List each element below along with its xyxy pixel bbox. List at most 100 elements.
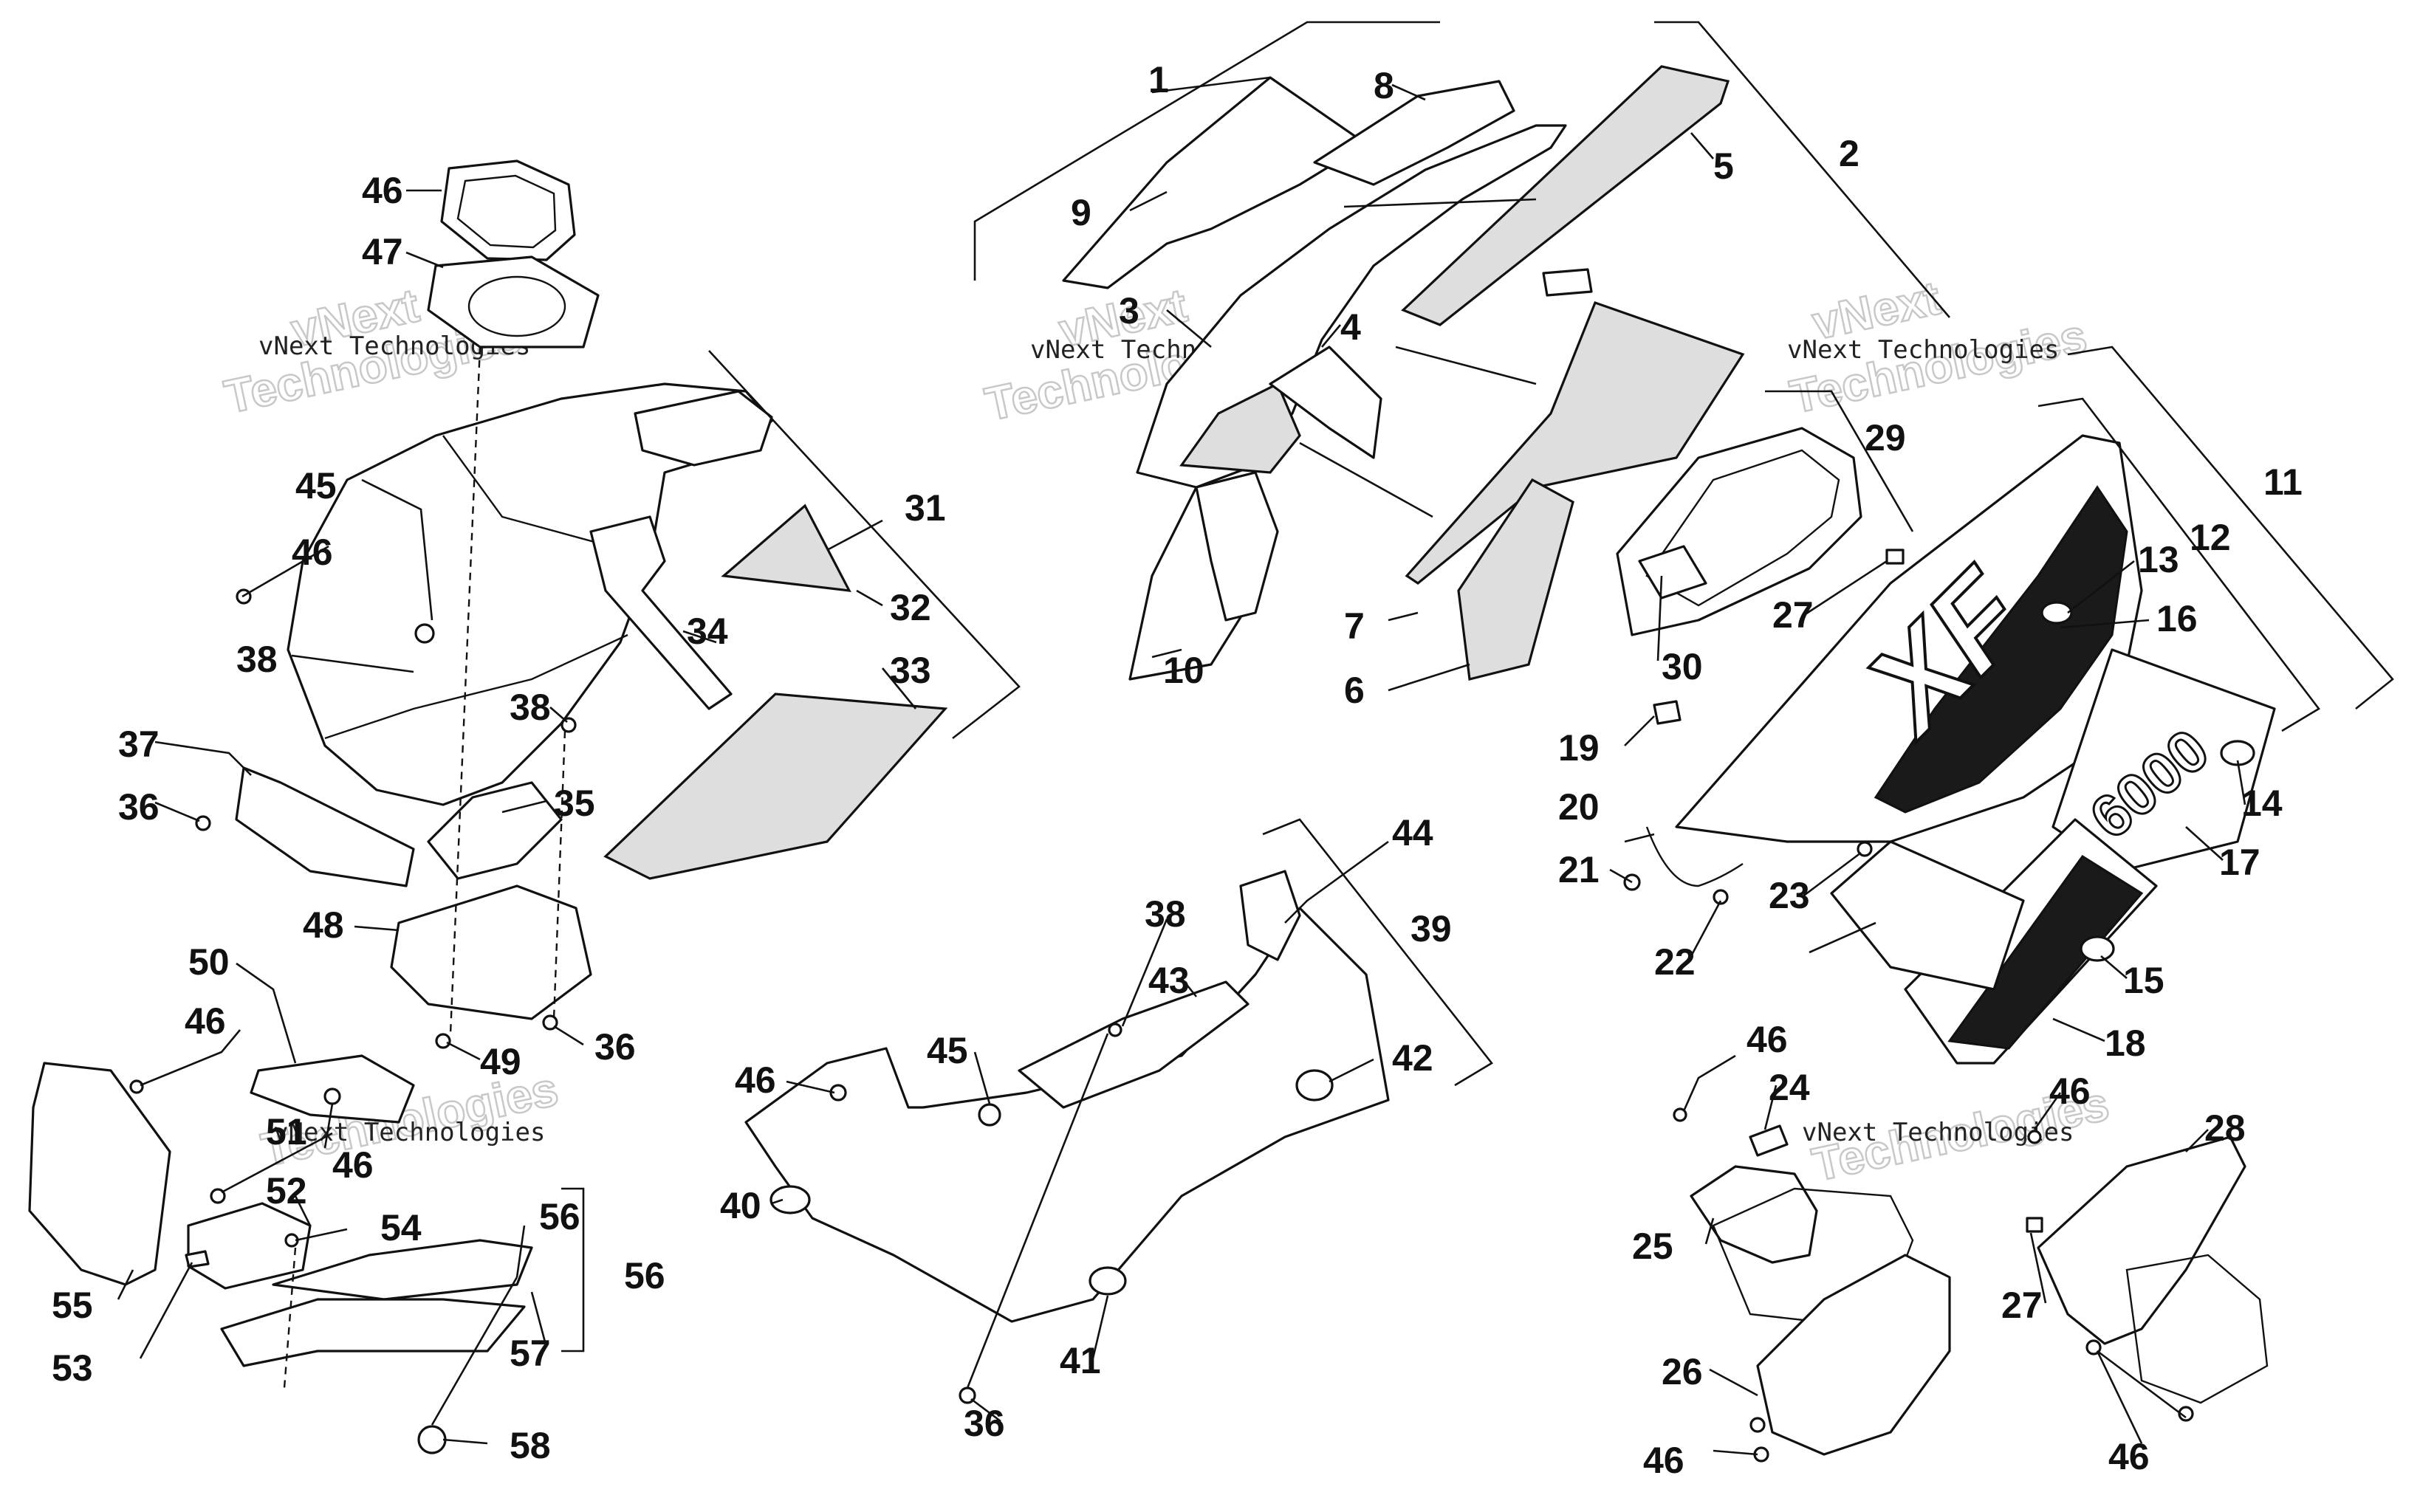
callout-label: 17 xyxy=(2219,842,2260,883)
leader xyxy=(1151,76,1271,94)
leader xyxy=(1763,1085,1778,1130)
bracket-56 xyxy=(561,1187,585,1353)
leader xyxy=(354,925,400,932)
callout-label: 16 xyxy=(2156,598,2198,639)
leader xyxy=(2033,1092,2062,1130)
callout-label: 56 xyxy=(539,1196,580,1237)
callout-label: 46 xyxy=(2049,1071,2091,1112)
callout-label: 5 xyxy=(1713,145,1734,187)
gasket-47 xyxy=(440,159,576,261)
foam-5 xyxy=(1401,65,1730,326)
leader xyxy=(442,1438,488,1445)
foam-7 xyxy=(1405,300,1745,585)
panel-10-lower xyxy=(1195,471,1279,622)
leader xyxy=(295,1228,348,1242)
callout-label: 46 xyxy=(362,170,403,211)
callout-label: 53 xyxy=(52,1347,93,1389)
leader xyxy=(1321,324,1341,348)
bracket-1-2 xyxy=(973,21,1440,281)
callout-label: 28 xyxy=(2204,1107,2246,1149)
callout-label: 43 xyxy=(1148,960,1190,1001)
callout-label: 51 xyxy=(266,1111,307,1152)
callout-label: 47 xyxy=(362,231,403,272)
callout-label: 50 xyxy=(188,941,230,983)
leader xyxy=(2236,760,2246,805)
leader xyxy=(1166,309,1212,348)
bracket-44 xyxy=(1239,870,1301,961)
leader xyxy=(291,654,414,673)
callout-label: 36 xyxy=(964,1403,1005,1444)
panel-28 xyxy=(2037,1135,2246,1345)
leader xyxy=(361,478,433,621)
liner-29-inner xyxy=(1645,449,1840,607)
callout-label: 52 xyxy=(266,1170,307,1212)
callout-label: 38 xyxy=(510,687,551,728)
watermark-small: vNext Technologies xyxy=(1787,335,2059,365)
leader xyxy=(154,801,200,822)
callout-label: 46 xyxy=(292,532,333,573)
callout-label: 36 xyxy=(594,1026,636,1068)
bracket-2 xyxy=(1654,21,1950,318)
bracket-11 xyxy=(2067,346,2394,710)
bracket-31 xyxy=(708,350,1021,740)
panel-56 xyxy=(28,1062,171,1286)
leader xyxy=(154,740,252,776)
alignment-line xyxy=(449,346,481,1034)
belly-pan-assembly xyxy=(744,870,1390,1404)
leader xyxy=(2067,560,2135,614)
screw-46 xyxy=(2085,1339,2102,1355)
leader xyxy=(241,545,329,598)
callout-label: 44 xyxy=(1392,812,1433,853)
callout-label: 10 xyxy=(1163,650,1204,691)
callout-label: 33 xyxy=(890,650,931,691)
leader xyxy=(1329,1058,1374,1083)
flap-37 xyxy=(235,766,415,887)
callout-label: 29 xyxy=(1865,417,1906,458)
side-panel-assembly: XF 6000 xyxy=(1616,427,2276,1065)
callout-label: 46 xyxy=(2108,1436,2150,1477)
decal-9 xyxy=(1062,76,1368,289)
leader xyxy=(1809,921,1876,954)
leader xyxy=(1690,132,1714,159)
leader xyxy=(2100,955,2128,979)
callout-label: 45 xyxy=(927,1030,968,1071)
leader xyxy=(501,800,547,814)
alignment-line xyxy=(283,1247,297,1389)
callout-label: 7 xyxy=(1344,605,1365,647)
bracket-34 xyxy=(589,515,733,710)
leader xyxy=(236,962,297,1064)
callout-label: 42 xyxy=(1392,1037,1433,1079)
leader xyxy=(1713,1449,1758,1456)
leader-lines xyxy=(117,76,2246,1456)
knob-59 xyxy=(417,1425,447,1454)
callout-label: 31 xyxy=(905,487,946,529)
leader xyxy=(2185,826,2224,861)
callout-label: 34 xyxy=(687,611,728,652)
belly-pan-39 xyxy=(744,907,1390,1323)
fastener-58 xyxy=(431,1276,518,1426)
clip-24 xyxy=(1749,1124,1789,1157)
plug-13 xyxy=(2040,601,2073,625)
leader xyxy=(682,630,717,644)
alignment-line xyxy=(552,730,566,1020)
tunnel-43 xyxy=(1018,980,1250,1109)
bracket-39 xyxy=(1262,818,1493,1087)
leader xyxy=(1391,83,1426,101)
callout-labels: 1 2 3 4 5 6 7 8 9 10 11 12 13 14 15 16 1… xyxy=(52,59,2303,1481)
leader xyxy=(1801,851,1862,898)
callout-label: 18 xyxy=(2105,1023,2146,1064)
callout-label: 9 xyxy=(1071,192,1091,233)
side-panel-17 xyxy=(2051,648,2276,873)
callout-label: 4 xyxy=(1340,306,1361,348)
callout-label: 54 xyxy=(380,1207,422,1248)
clip-27 xyxy=(1885,549,1905,565)
leader xyxy=(2029,1232,2047,1304)
callout-label: 23 xyxy=(1769,875,1810,916)
callout-label: 30 xyxy=(1662,646,1703,687)
callout-label: 49 xyxy=(480,1041,521,1082)
callout-label: 3 xyxy=(1119,290,1139,331)
callout-label: 46 xyxy=(185,1000,226,1042)
rivet-36 xyxy=(542,1014,558,1031)
leader xyxy=(1180,977,1198,997)
